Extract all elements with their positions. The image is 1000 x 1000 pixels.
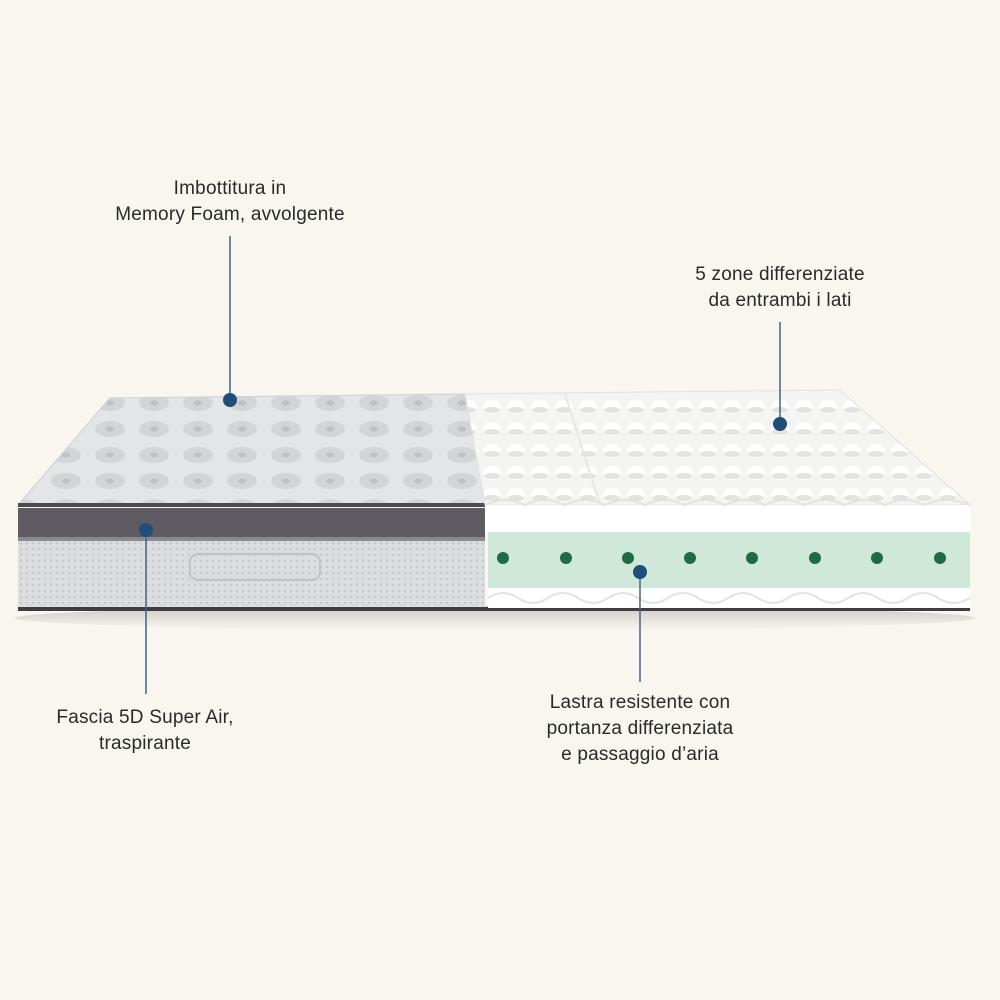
callout-memory-foam: Imbottitura in Memory Foam, avvolgente — [115, 178, 345, 225]
callout-dot-zones — [773, 417, 787, 431]
callout-lastra: Lastra resistente con portanza differenz… — [546, 692, 734, 765]
callout-fascia: Fascia 5D Super Air, traspirante — [56, 707, 234, 754]
callout-zones: 5 zone differenziate da entrambi i lati — [695, 264, 865, 311]
callout-dot-fascia — [139, 523, 153, 537]
callout-dot-lastra — [633, 565, 647, 579]
callout-dot-memory — [223, 393, 237, 407]
